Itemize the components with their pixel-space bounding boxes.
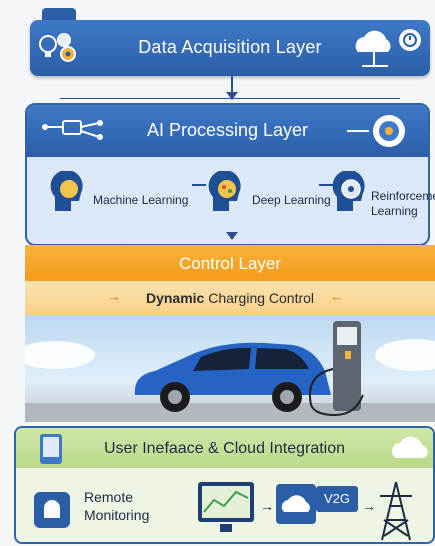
method-arrow	[192, 184, 206, 186]
v2g-label: V2G	[323, 491, 350, 506]
remote-monitoring-icon	[34, 492, 70, 528]
network-nodes-icon	[42, 120, 103, 140]
dynamic-charging-control-label: Dynamic Charging Control	[145, 290, 315, 306]
monitor-chart-icon	[198, 482, 254, 532]
cloud-icon	[391, 436, 428, 458]
control-header: Control Layer	[25, 245, 435, 281]
control-subtitle-band: → Dynamic Charging Control ←	[25, 281, 435, 315]
reinforcement-learning-label: Reinforcement Learning	[371, 189, 435, 218]
machine-learning-head-icon	[50, 171, 83, 211]
flow-arrow-line	[231, 76, 233, 92]
data-acquisition-title: Data Acquisition Layer	[138, 37, 322, 57]
cloud-icon	[276, 484, 316, 524]
ai-processing-header: AI Processing Layer	[27, 105, 428, 157]
left-arrow-icon: ←	[330, 288, 344, 304]
data-acquisition-layer: Data Acquisition Layer	[30, 20, 430, 76]
machine-learning-label: Machine Learning	[93, 193, 189, 207]
cloud-network-icon	[355, 29, 421, 67]
user-interface-cloud-layer: User Inefaace & Cloud Integration Remote…	[14, 426, 435, 544]
v2g-badge: V2G	[316, 486, 358, 512]
method-arrow	[319, 184, 333, 186]
ev-charging-illustration	[25, 321, 435, 422]
right-arrow-icon: →	[107, 288, 121, 304]
remote-monitoring-label: Remote Monitoring	[84, 489, 150, 523]
flow-arrow-head	[226, 232, 238, 240]
ev-charging-scene	[25, 315, 435, 422]
flow-arrow-head	[226, 92, 238, 100]
ai-processing-title: AI Processing Layer	[146, 120, 309, 140]
ai-chip-icon	[347, 115, 405, 147]
ai-processing-layer: AI Processing Layer Machine Learning Dee…	[25, 103, 435, 246]
right-arrow-icon: →	[362, 498, 376, 514]
reinforcement-learning-head-icon	[332, 171, 365, 211]
user-interface-title: User Inefaace & Cloud Integration	[103, 440, 346, 457]
control-title: Control Layer	[178, 254, 282, 273]
power-tower-icon	[380, 481, 412, 541]
deep-learning-label: Deep Learning	[252, 193, 331, 207]
deep-learning-head-icon	[208, 171, 241, 211]
control-layer: Control Layer → Dynamic Charging Control…	[25, 245, 435, 315]
sensor-gears-icon	[39, 33, 76, 62]
tablet-icon	[40, 434, 62, 464]
flow-divider	[60, 98, 400, 99]
right-arrow-icon: →	[260, 498, 274, 514]
user-interface-header: User Inefaace & Cloud Integration	[16, 428, 433, 468]
